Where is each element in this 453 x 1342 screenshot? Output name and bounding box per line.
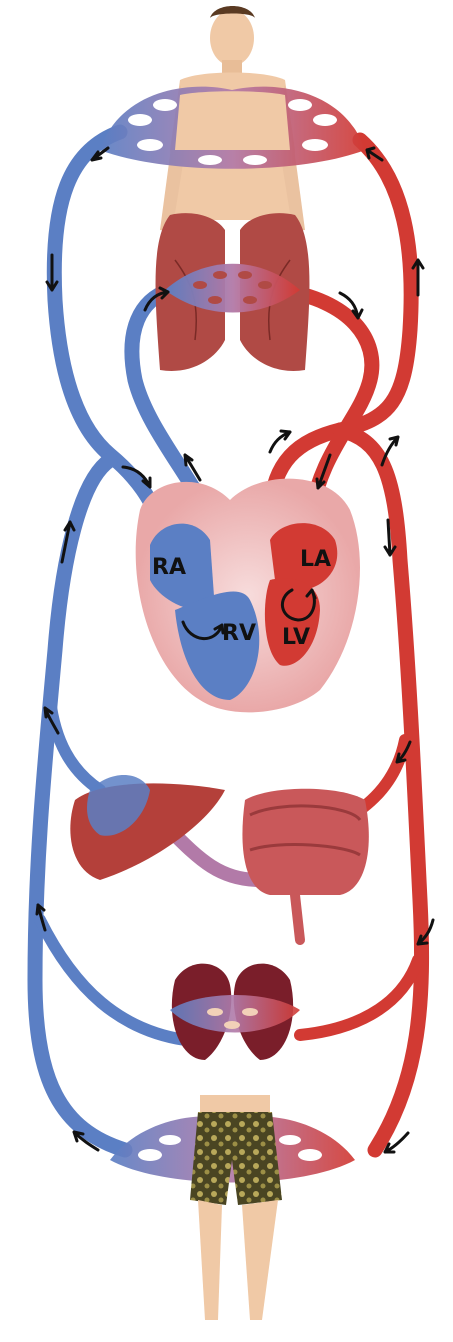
- left-ventricle-label: LV: [282, 625, 310, 650]
- lungs-icon: [156, 213, 310, 371]
- renal-vein: [40, 920, 185, 1040]
- heart-icon: [136, 479, 360, 713]
- left-atrium-label: LA: [300, 547, 331, 572]
- flow-arrow-icon: [382, 437, 398, 465]
- right-ventricle-label: RV: [222, 621, 256, 646]
- hepatic-vein: [50, 700, 100, 790]
- kidneys-icon: [170, 964, 300, 1060]
- lower-body-icon: [190, 1095, 282, 1320]
- right-atrium-label: RA: [152, 555, 186, 580]
- renal-artery: [300, 960, 418, 1035]
- upper-capillary-bed: [100, 87, 365, 169]
- intestines-icon: [242, 789, 368, 940]
